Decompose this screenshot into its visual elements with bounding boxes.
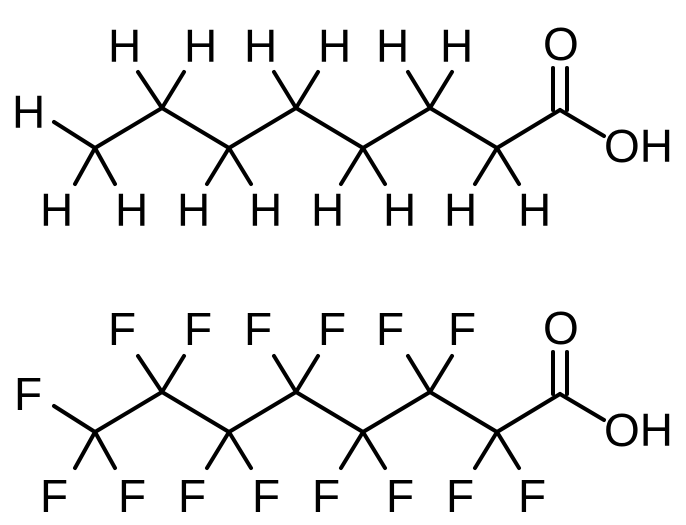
fluorine-label: F [376,303,404,355]
hydrogen-label: H [440,20,473,72]
hydrogen-label: H [318,20,351,72]
cf-bond [495,430,521,470]
fluorine-label: F [244,303,272,355]
cc-bond [227,106,298,150]
ch-bond [495,146,521,186]
cc-bond [428,390,499,434]
ch-bond [428,70,454,110]
fluorine-label: F [318,303,346,355]
cc-bond [361,106,432,150]
cc-bond [495,392,562,434]
ch-bond [473,146,499,186]
co-single-bond [558,108,606,138]
hydrogen-label: H [40,184,73,236]
cf-bond [160,354,186,394]
cc-bond [160,106,231,150]
hydrogen-label: H [311,184,344,236]
cf-bond [272,354,298,394]
cf-bond [473,430,499,470]
hydroxyl-label: OH [604,120,673,172]
hydrogen-label: H [383,184,416,236]
carbonyl-oxygen-label: O [543,18,579,70]
cf-bond [227,430,253,470]
co-single-bond [558,392,606,422]
ch-bond [205,146,231,186]
cf-bond [294,354,320,394]
hydrogen-label: H [444,184,477,236]
ch-bond [93,146,117,186]
fluorine-label: F [252,470,280,522]
cc-bond [93,106,164,150]
cc-bond [294,390,365,434]
hydrogen-label: H [177,184,210,236]
cf-bonds [52,354,521,470]
carboxyl-bonds [551,350,606,422]
hydrogen-label: H [518,184,551,236]
fluorine-label: F [448,303,476,355]
hydrogen-label: H [376,20,409,72]
hydroxyl-label: OH [604,404,673,456]
fluorine-label: F [386,470,414,522]
fluorine-label: F [518,470,546,522]
cc-bond [227,390,298,434]
hydrogen-label: H [249,184,282,236]
carboxyl-bonds [551,66,606,138]
ch-bond [73,146,97,186]
carbon-backbone-bonds [93,106,562,150]
ch-bond [160,70,186,110]
hydrogen-label: H [115,184,148,236]
ch-bond [406,70,432,110]
ch-bond [361,146,387,186]
cc-bond [93,390,164,434]
cc-bond [361,390,432,434]
fluorine-label: F [446,470,474,522]
hydrogen-label: H [12,86,45,138]
ch-bond [52,120,97,150]
ch-bonds [52,70,521,186]
cc-bond [294,106,365,150]
fluorine-labels: F F F F F F F F F F F F F F F [14,303,546,522]
fluorine-label: F [40,470,68,522]
fluorine-label: F [312,470,340,522]
ch-bond [272,70,298,110]
cf-bond [52,404,97,434]
fluorine-label: F [118,470,146,522]
octanoic-acid-structure: H H H H H H H H H H H H H H H O OH [12,18,673,236]
cf-bond [428,354,454,394]
cc-bond [160,390,231,434]
cf-bond [339,430,365,470]
fluorine-label: F [14,368,42,420]
cf-bond [93,430,117,470]
hydrogen-label: H [184,20,217,72]
fluorine-label: F [184,303,212,355]
ch-bond [339,146,365,186]
cf-bond [406,354,432,394]
cf-bond [205,430,231,470]
hydrogen-label: H [244,20,277,72]
hydrogen-labels: H H H H H H H H H H H H H H H [12,20,551,236]
hydrogen-label: H [108,20,141,72]
cf-bond [136,354,164,394]
fluorine-label: F [178,470,206,522]
cc-bond [428,106,499,150]
perfluorooctanoic-acid-structure: F F F F F F F F F F F F F F F O OH [14,302,673,522]
cf-bond [361,430,387,470]
fluorine-label: F [108,303,136,355]
ch-bond [136,70,164,110]
carbon-backbone-bonds [93,390,562,434]
ch-bond [227,146,253,186]
cf-bond [73,430,97,470]
cc-bond [495,108,562,150]
carbonyl-oxygen-label: O [543,302,579,354]
ch-bond [294,70,320,110]
